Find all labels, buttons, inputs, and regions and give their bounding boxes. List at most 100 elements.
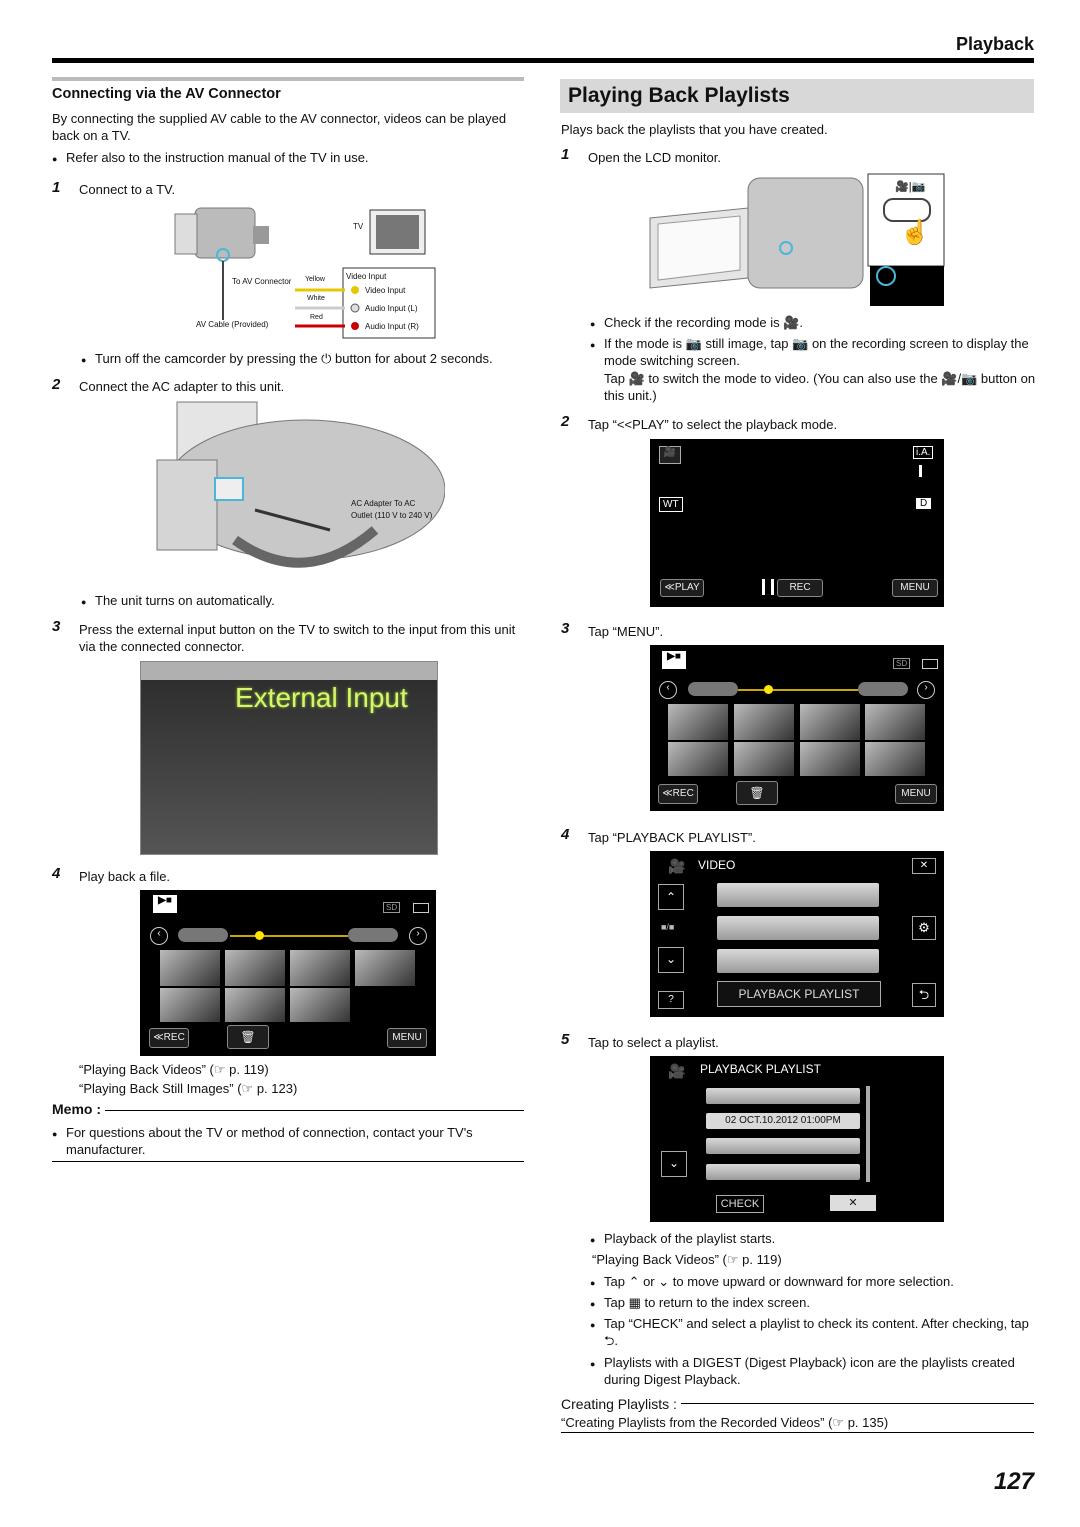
scrollbar[interactable]: [866, 1086, 870, 1182]
ref-link[interactable]: “Playing Back Videos” (☞ p. 119): [592, 1252, 782, 1267]
cable-label: AV Cable (Provided): [196, 320, 269, 329]
close-icon[interactable]: ✕: [830, 1195, 876, 1211]
step-text: Tap “PLAYBACK PLAYLIST”.: [588, 830, 756, 845]
sd-icon: SD: [893, 658, 911, 669]
white-label: White: [307, 295, 325, 302]
yellow-label: Yellow: [305, 276, 325, 283]
subsection-bottom-rule: [561, 1432, 1034, 1433]
audio-r-label: Audio Input (R): [365, 322, 419, 331]
thumbnail[interactable]: [355, 950, 415, 986]
audio-l-label: Audio Input (L): [365, 304, 418, 313]
video-mode-icon[interactable]: ▶■: [662, 651, 686, 669]
help-button[interactable]: ?: [658, 991, 684, 1009]
memo-text: For questions about the TV or method of …: [52, 1124, 521, 1158]
step-text: Press the external input button on the T…: [79, 622, 516, 654]
step-number: 5: [561, 1031, 570, 1048]
video-mode-icon[interactable]: 🎥: [659, 446, 681, 464]
step2-bullet: The unit turns on automatically.: [81, 592, 275, 611]
bullet-text: Playlists with a DIGEST (Digest Playback…: [590, 1354, 1036, 1388]
thumbnail[interactable]: [290, 988, 350, 1022]
camcorder-ac-illustration: [156, 401, 446, 568]
red-label: Red: [310, 314, 323, 321]
thumbnail[interactable]: [290, 950, 350, 986]
d-icon[interactable]: D: [916, 498, 932, 509]
step-text: Connect the AC adapter to this unit.: [79, 379, 285, 394]
thumbnail[interactable]: [668, 742, 728, 776]
mode-switch-button[interactable]: [883, 198, 931, 222]
video-mode-icon[interactable]: ▶■: [153, 895, 177, 913]
rec-button[interactable]: ≪REC: [149, 1028, 189, 1048]
camcorder-open-illustration: [649, 173, 945, 306]
timeline-bar[interactable]: [230, 935, 348, 937]
date-pill: [178, 928, 228, 942]
ac-adapter-illustration: AC Adapter To AC Outlet (110 V to 240 V): [155, 400, 446, 585]
timeline-marker[interactable]: [764, 685, 773, 694]
ref-link[interactable]: “Creating Playlists from the Recorded Vi…: [561, 1415, 889, 1430]
page-title: Playing Back Playlists: [568, 84, 790, 107]
play-button[interactable]: ≪PLAY: [660, 579, 704, 597]
menu-button[interactable]: MENU: [892, 579, 938, 597]
thumbnail[interactable]: [160, 950, 220, 986]
close-icon[interactable]: ✕: [912, 858, 936, 874]
gear-icon[interactable]: ⚙: [912, 916, 936, 940]
left-heading: Connecting via the AV Connector: [52, 86, 281, 102]
menu-item[interactable]: [717, 949, 879, 973]
ref-link[interactable]: “Playing Back Still Images” (☞ p. 123): [79, 1081, 298, 1096]
playback-playlist-item[interactable]: PLAYBACK PLAYLIST: [717, 981, 881, 1007]
memo-bottom-rule: [52, 1161, 524, 1162]
thumbnail[interactable]: [800, 704, 860, 740]
rec-button[interactable]: REC: [777, 579, 823, 597]
timeline-bar[interactable]: [738, 689, 858, 691]
pause-icon: [762, 579, 774, 595]
next-icon[interactable]: ›: [409, 927, 427, 945]
chevron-down-icon[interactable]: ⌄: [661, 1151, 687, 1177]
subsection-rule: [561, 1403, 1034, 1404]
rec-button[interactable]: ≪REC: [658, 784, 698, 804]
trash-icon[interactable]: 🗑: [736, 781, 778, 805]
next-icon[interactable]: ›: [917, 681, 935, 699]
thumbnail[interactable]: [865, 742, 925, 776]
bullet-text: If the mode is 📷 still image, tap 📷 on t…: [590, 335, 1036, 369]
thumbnail[interactable]: [668, 704, 728, 740]
date-pill: [858, 682, 908, 696]
to-av-label: To AV Connector: [232, 277, 292, 286]
tv-external-input-screen: External Input: [140, 661, 438, 855]
thumbnail[interactable]: [734, 742, 794, 776]
prev-icon[interactable]: ‹: [150, 927, 168, 945]
step-text: Tap “<<PLAY” to select the playback mode…: [588, 417, 838, 432]
prev-icon[interactable]: ‹: [659, 681, 677, 699]
thumbnail[interactable]: [865, 704, 925, 740]
return-icon[interactable]: ⮌: [912, 983, 936, 1007]
trash-icon[interactable]: 🗑: [227, 1025, 269, 1049]
zoom-wt-button[interactable]: WT: [659, 497, 683, 512]
playlist-item[interactable]: [706, 1164, 860, 1180]
memo-title: Memo :: [52, 1101, 105, 1117]
ref-link[interactable]: “Playing Back Videos” (☞ p. 119): [79, 1062, 269, 1077]
chevron-up-icon[interactable]: ⌃: [658, 884, 684, 910]
title-bar: [560, 79, 1034, 113]
bullet-text: Check if the recording mode is 🎥.: [590, 314, 803, 333]
menu-item[interactable]: [717, 916, 879, 940]
ia-icon[interactable]: i.A.: [913, 446, 934, 459]
timeline-marker[interactable]: [255, 931, 264, 940]
thumbnail[interactable]: [225, 950, 285, 986]
bullet-text: Tap ⌃ or ⌄ to move upward or downward fo…: [590, 1273, 954, 1292]
video-menu-screen: 🎥 VIDEO ✕ ⌃ ■/■ ⌄ ? PLAYBACK PLAYLIST ⚙ …: [650, 851, 944, 1017]
chevron-down-icon[interactable]: ⌄: [658, 947, 684, 973]
left-intro: By connecting the supplied AV cable to t…: [52, 111, 507, 143]
video-input-heading: Video Input: [346, 272, 387, 281]
video-icon: 🎥: [668, 858, 686, 874]
menu-button[interactable]: MENU: [387, 1028, 427, 1048]
check-button[interactable]: CHECK: [716, 1195, 764, 1213]
playlist-item-selected[interactable]: 02 OCT.10.2012 01:00PM: [706, 1113, 860, 1129]
thumbnail[interactable]: [225, 988, 285, 1022]
thumbnail[interactable]: [734, 704, 794, 740]
menu-item[interactable]: [717, 883, 879, 907]
menu-button[interactable]: MENU: [895, 784, 937, 804]
playlist-item[interactable]: [706, 1138, 860, 1154]
ac-label-1: AC Adapter To AC: [351, 499, 416, 508]
bullet-text: Tap ▦ to return to the index screen.: [590, 1294, 810, 1313]
thumbnail[interactable]: [160, 988, 220, 1022]
playlist-item[interactable]: [706, 1088, 860, 1104]
thumbnail[interactable]: [800, 742, 860, 776]
